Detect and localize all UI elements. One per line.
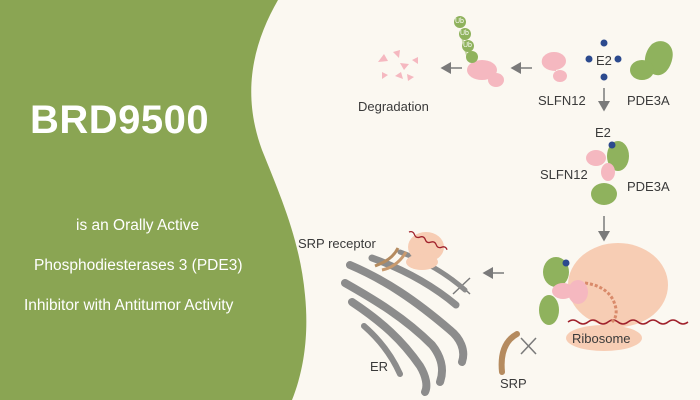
slfn12-label-middle: SLFN12 (540, 167, 588, 182)
srp-receptor (374, 230, 448, 272)
ub-label-1: Ub (455, 18, 464, 25)
ribosome (566, 243, 668, 351)
ribosome-label: Ribosome (572, 331, 631, 346)
page-title: BRD9500 (30, 98, 210, 142)
pde3a-label-top: PDE3A (627, 93, 670, 108)
mrna (567, 319, 689, 325)
nascent-peptide (584, 281, 618, 324)
slfn12-label-top: SLFN12 (538, 93, 586, 108)
title-panel (0, 0, 307, 400)
ubiquitin-chain (454, 16, 478, 63)
er-label: ER (370, 359, 389, 374)
complex-slfn12-pde3a (586, 141, 629, 205)
ub-label-2: Ub (460, 30, 469, 37)
ub-label-3: Ub (463, 42, 472, 49)
e2-molecules (585, 39, 622, 81)
subtitle-line-2: Phosphodiesterases 3 (PDE3) (34, 257, 243, 274)
pde3a-free (630, 41, 673, 80)
pde3a-label-middle: PDE3A (627, 179, 670, 194)
srp (498, 331, 520, 375)
degradation-label: Degradation (358, 99, 429, 114)
subtitle-line-1: is an Orally Active (76, 217, 200, 234)
complex-on-ribosome (539, 257, 588, 325)
e2-label-middle: E2 (595, 125, 611, 140)
endoplasmic-reticulum (341, 249, 468, 396)
srp-label: SRP (500, 376, 527, 391)
subtitle-line-3: Inhibitor with Antitumor Activity (24, 297, 234, 314)
srp-blocked-mark (520, 337, 537, 355)
srp-receptor-label: SRP receptor (298, 236, 376, 251)
e2-label-top: E2 (596, 53, 612, 68)
slfn12-free (541, 52, 567, 82)
degradation-fragments (378, 50, 418, 81)
